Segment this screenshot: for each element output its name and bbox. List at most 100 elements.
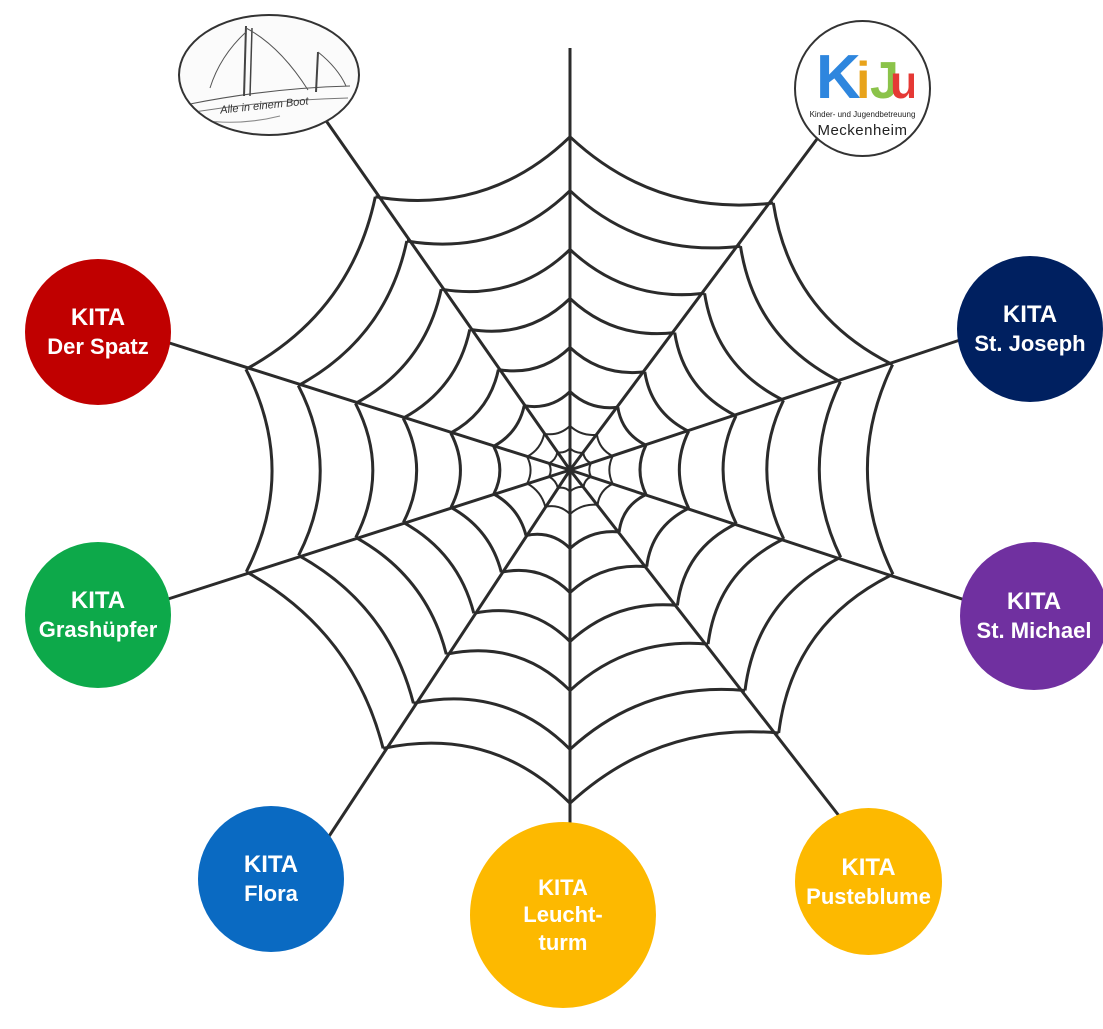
web-ring-segment: [413, 697, 572, 751]
web-spoke: [569, 468, 966, 602]
web-ring-segment: [473, 609, 572, 643]
web-ring-segment: [493, 492, 528, 536]
web-ring-segment: [354, 402, 375, 539]
web-ring-segment: [406, 189, 572, 246]
web-ring-segment: [568, 346, 645, 374]
web-ring-segment: [617, 493, 647, 533]
web-ring-segment: [401, 417, 419, 524]
web-ring-segment: [450, 369, 500, 435]
kita-st-joseph-node: KITA St. Joseph: [957, 256, 1103, 402]
web-ring-segment: [568, 641, 709, 692]
web-ring-segment: [440, 248, 572, 294]
web-ring-segment: [557, 486, 571, 493]
web-ring-segment: [568, 603, 678, 643]
web-ring-segment: [595, 434, 614, 457]
web-ring-segment: [296, 384, 322, 557]
web-ring-segment: [608, 455, 614, 485]
kiju-logo: K i J u Kinder- und Jugendbetreuung Meck…: [794, 20, 931, 157]
kita-pusteblume-node: KITA Pusteblume: [795, 808, 942, 955]
svg-text:J: J: [870, 52, 899, 110]
web-ring-segment: [523, 390, 572, 409]
web-ring-segment: [568, 730, 779, 805]
web-ring-segment: [743, 555, 842, 691]
web-ring-segment: [569, 485, 584, 493]
kita-name: Der Spatz: [47, 334, 149, 360]
web-ring-segment: [568, 687, 746, 751]
web-ring-segment: [569, 425, 598, 436]
web-ring-segment: [568, 135, 774, 207]
web-ring-segment: [498, 346, 572, 373]
web-ring-segment: [568, 248, 705, 297]
web-ring-segment: [548, 475, 559, 489]
web-ring-segment: [244, 368, 274, 573]
boat-sketch: [189, 25, 351, 123]
web-ring-segment: [569, 503, 598, 515]
web-ring-segment: [588, 462, 592, 478]
web-ring-segment: [703, 293, 785, 402]
kita-name: Pusteblume: [806, 883, 931, 909]
web-ring-segment: [677, 430, 691, 509]
svg-text:K: K: [816, 43, 861, 110]
web-ring-segment: [817, 381, 843, 558]
web-ring-segment: [375, 135, 572, 202]
web-ring-segment: [568, 297, 675, 336]
web-ring-segment: [645, 506, 690, 567]
web-ring-segment: [402, 521, 476, 614]
web-spoke: [159, 338, 571, 472]
kita-st-michael-node: KITA St. Michael: [960, 542, 1103, 690]
web-ring-segment: [706, 537, 785, 645]
web-ring-segment: [582, 452, 592, 465]
web-ring-segment: [525, 532, 572, 550]
web-ring-segment: [616, 406, 647, 447]
web-ring-segment: [449, 432, 462, 509]
web-ring-segment: [544, 425, 571, 436]
kita-name: St. Michael: [976, 618, 1092, 644]
kita-name: Flora: [244, 881, 298, 907]
svg-text:i: i: [856, 52, 870, 110]
kita-name-part1: Leucht-: [523, 902, 603, 928]
web-ring-segment: [492, 445, 502, 495]
web-spoke: [164, 468, 571, 602]
web-ring-segment: [777, 572, 894, 734]
web-ring-segment: [526, 433, 546, 458]
kita-label: KITA: [841, 853, 896, 881]
web-ring-segment: [548, 452, 559, 465]
kita-grashuepfer-node: KITA Grashüpfer: [25, 542, 171, 688]
web-ring-segment: [568, 530, 620, 550]
kita-label: KITA: [70, 304, 126, 332]
kita-name: St. Joseph: [974, 331, 1086, 357]
web-ring-segment: [739, 245, 842, 384]
kiju-city: Meckenheim: [817, 122, 908, 139]
svg-text:u: u: [890, 56, 914, 108]
web-ring-segment: [492, 405, 526, 448]
kita-label: KITA: [243, 851, 299, 879]
kita-label: KITA: [70, 587, 126, 615]
web-ring-segment: [568, 189, 741, 250]
web-ring-segment: [643, 371, 690, 433]
kita-leuchtturm-node: KITA Leucht- turm: [470, 822, 656, 1008]
web-ring-segment: [382, 741, 572, 805]
web-ring-segment: [765, 399, 786, 540]
web-ring-segment: [568, 390, 618, 410]
web-spoke: [568, 134, 822, 471]
boat-logo: Alle in einem Boot: [178, 14, 360, 136]
web-ring-segment: [673, 332, 737, 418]
web-ring-segment: [469, 297, 572, 333]
web-ring-segment: [596, 482, 614, 505]
kita-name-part2: turm: [538, 929, 588, 955]
web-ring-segment: [675, 522, 737, 606]
web-ring-segment: [865, 363, 895, 575]
kita-der-spatz-node: KITA Der Spatz: [25, 259, 171, 405]
web-ring-segment: [354, 288, 443, 405]
kita-flora-node: KITA Flora: [198, 806, 344, 952]
web-ring-segment: [526, 456, 532, 484]
web-ring-segment: [721, 415, 738, 525]
web-ring-segment: [545, 505, 571, 515]
web-spoke: [569, 338, 961, 472]
kiju-subtitle: Kinder- und Jugendbetreuung: [809, 110, 916, 119]
kita-name: Grashüpfer: [38, 617, 158, 643]
web-ring-segment: [245, 196, 377, 371]
web-ring-segment: [297, 240, 409, 387]
kita-label: KITA: [1006, 588, 1062, 616]
